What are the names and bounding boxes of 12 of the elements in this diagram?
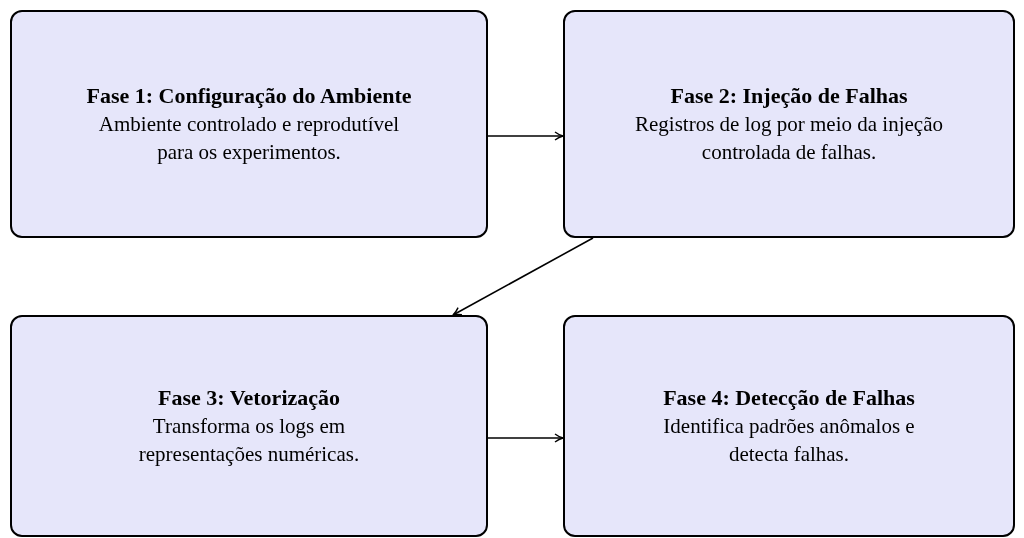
phase-heading: Fase 1: Configuração do Ambiente: [86, 82, 412, 110]
phase-description: Ambiente controlado e reprodutível para os experimentos.: [97, 111, 401, 166]
process-box: [563, 315, 1015, 537]
phase-description: Transforma os logs em representações numéricas.: [137, 413, 361, 468]
phase-heading: Fase 3: Vetorização: [157, 384, 341, 412]
process-box: [10, 315, 488, 537]
phase-description: Registros de log por meio da injeção controlada de falhas.: [634, 111, 944, 166]
process-box: [10, 10, 488, 238]
phase-heading: Fase 4: Detecção de Falhas: [663, 384, 915, 412]
phase-description: Identifica padrões anômalos e detecta falhas.: [662, 413, 916, 468]
phase-heading: Fase 2: Injeção de Falhas: [670, 82, 908, 110]
process-box: [563, 10, 1015, 238]
